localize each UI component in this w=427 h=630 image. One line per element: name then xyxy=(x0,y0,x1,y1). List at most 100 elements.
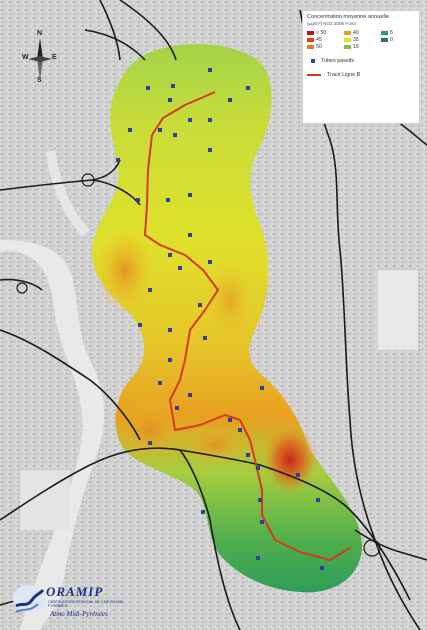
passive-tube xyxy=(198,303,202,307)
passive-tube xyxy=(136,198,140,202)
compass-w: W xyxy=(22,54,29,61)
legend-swatch xyxy=(344,30,351,35)
passive-tube xyxy=(148,288,152,292)
passive-tube xyxy=(296,473,300,477)
river-branch xyxy=(46,150,90,236)
compass-rose-icon xyxy=(28,38,52,80)
legend-subtitle: (µg/m³) NO2 2006 Fond xyxy=(307,20,356,26)
passive-tube xyxy=(246,453,250,457)
passive-tube xyxy=(116,158,120,162)
legend-class-label: 15 xyxy=(353,43,359,50)
passive-tube xyxy=(168,358,172,362)
legend-swatch xyxy=(381,30,388,35)
passive-tube xyxy=(260,386,264,390)
compass-e: E xyxy=(52,54,57,61)
passive-tube xyxy=(128,128,132,132)
legend-class: 50 xyxy=(307,44,341,50)
oramip-logo: ORAMIP OBSERVATOIRE RÉGIONAL DE L'AIR EN… xyxy=(12,580,132,624)
passive-tube xyxy=(146,86,150,90)
legend-title: Concentration moyenne annuelle xyxy=(307,14,390,20)
legend-class: > 50 xyxy=(307,30,341,36)
legend-class: 5 xyxy=(381,30,415,36)
legend-class-label: > 50 xyxy=(316,29,327,36)
passive-tube xyxy=(228,98,232,102)
passive-tube xyxy=(166,198,170,202)
passive-tube xyxy=(188,118,192,122)
metro-line-b xyxy=(144,91,351,561)
river xyxy=(0,240,105,630)
passive-tube xyxy=(158,381,162,385)
metro-line-layer xyxy=(144,91,351,561)
legend-class: 45 xyxy=(307,37,341,43)
legend-class-label: 40 xyxy=(353,29,359,36)
map-legend: Concentration moyenne annuelle (µg/m³) N… xyxy=(302,10,420,124)
passive-tube xyxy=(228,418,232,422)
legend-class-label: 45 xyxy=(316,36,322,43)
legend-class: 40 xyxy=(344,30,378,36)
tube-symbol-icon xyxy=(311,58,315,63)
legend-swatch xyxy=(381,37,388,42)
legend-points: Tubes passifs xyxy=(307,58,415,64)
compass-n: N xyxy=(37,30,43,37)
passive-tube xyxy=(238,428,242,432)
legend-classes: > 50 40 5 45 35 0 50 15 xyxy=(307,30,415,50)
passive-tube xyxy=(173,133,177,137)
passive-tube xyxy=(168,253,172,257)
passive-tube xyxy=(175,406,179,410)
passive-tube xyxy=(168,98,172,102)
legend-line-label: Tracé Ligne B xyxy=(327,71,361,78)
pollution-buffer xyxy=(91,43,362,593)
legend-class-label: 5 xyxy=(390,29,393,36)
line-symbol-icon xyxy=(307,73,321,76)
legend-swatch xyxy=(307,37,314,42)
passive-tube xyxy=(246,86,250,90)
passive-tube xyxy=(188,393,192,397)
logo-brand: ORAMIP xyxy=(46,584,104,599)
park xyxy=(378,270,418,350)
passive-tube xyxy=(256,466,260,470)
park xyxy=(20,470,70,530)
passive-tube xyxy=(320,566,324,570)
logo-region: Atmo Midi-Pyrénées xyxy=(50,610,108,618)
legend-swatch xyxy=(307,44,314,49)
passive-tube xyxy=(208,260,212,264)
passive-tube xyxy=(201,510,205,514)
passive-tube xyxy=(188,193,192,197)
passive-tube xyxy=(208,118,212,122)
legend-class: 35 xyxy=(344,37,378,43)
passive-tube xyxy=(168,328,172,332)
legend-line: Tracé Ligne B xyxy=(307,72,415,78)
legend-class-label: 50 xyxy=(316,43,322,50)
passive-tube xyxy=(203,336,207,340)
legend-swatch xyxy=(381,45,388,49)
legend-class: 15 xyxy=(344,44,378,50)
passive-tube xyxy=(171,84,175,88)
north-arrow: N S W E xyxy=(22,30,58,88)
passive-tube xyxy=(316,498,320,502)
passive-tube xyxy=(138,323,142,327)
passive-tube xyxy=(256,556,260,560)
passive-tube xyxy=(208,148,212,152)
passive-tube xyxy=(148,441,152,445)
compass-s: S xyxy=(37,77,42,84)
logo-swoosh-icon xyxy=(13,585,45,613)
passive-tube xyxy=(258,498,262,502)
passive-tube xyxy=(260,520,264,524)
road-interchanges xyxy=(16,173,381,557)
passive-tube xyxy=(188,233,192,237)
legend-swatch xyxy=(307,30,314,35)
legend-class: 0 xyxy=(381,37,415,43)
legend-class-label: 0 xyxy=(390,36,393,43)
passive-tube xyxy=(158,128,162,132)
legend-swatch xyxy=(344,44,351,49)
legend-swatch xyxy=(344,37,351,42)
passive-tube xyxy=(178,266,182,270)
tubes-layer xyxy=(116,68,324,570)
passive-tube xyxy=(208,68,212,72)
legend-points-label: Tubes passifs xyxy=(321,57,355,64)
logo-tagline: OBSERVATOIRE RÉGIONAL DE L'AIR EN MIDI-P… xyxy=(48,600,125,608)
legend-class-label: 35 xyxy=(353,36,359,43)
legend-class xyxy=(381,44,415,50)
